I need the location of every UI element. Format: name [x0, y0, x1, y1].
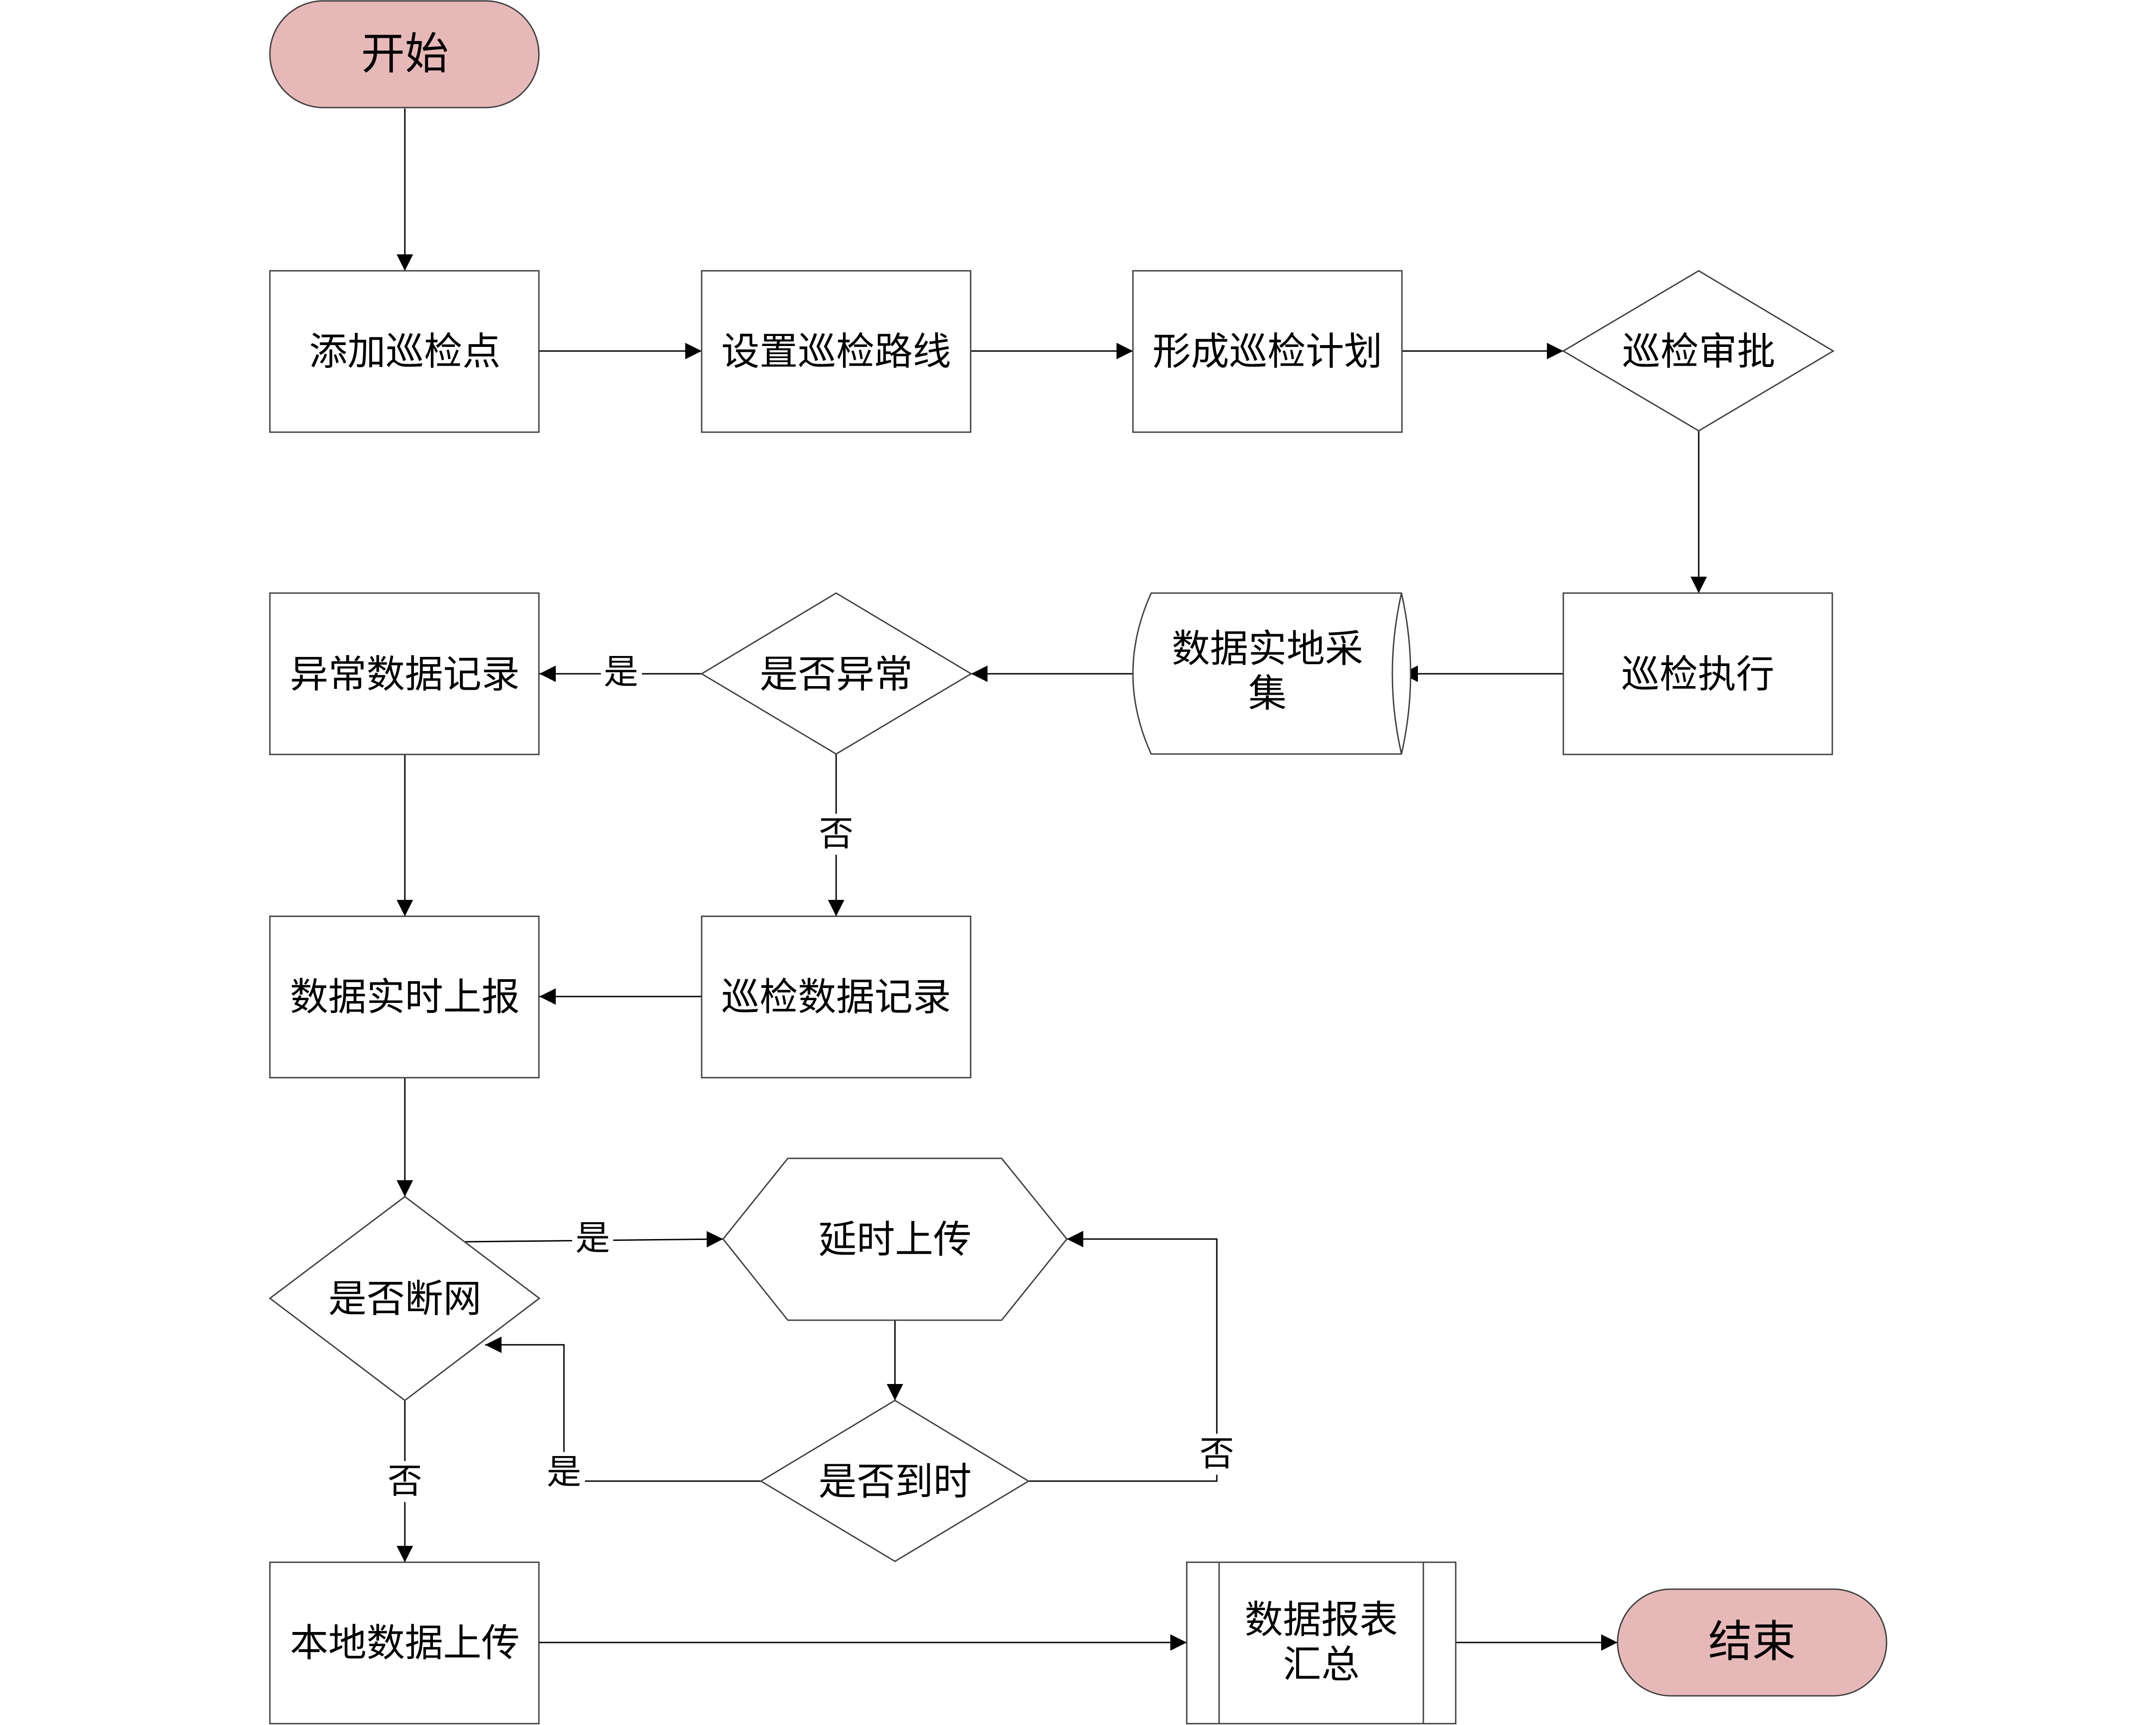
node-collect-label-line2: 集 [1248, 671, 1287, 716]
node-inspect-record: 巡检数据记录 [701, 915, 972, 1079]
node-local-upload: 本地数据上传 [269, 1561, 540, 1725]
label-time-up-no: 否 [1200, 1433, 1234, 1474]
node-inspect-record-label: 巡检数据记录 [721, 975, 951, 1019]
node-is-abnormal-decision: 是否异常 [700, 592, 972, 755]
node-realtime-report: 数据实时上报 [269, 915, 540, 1079]
node-end-label: 结束 [1708, 1616, 1796, 1667]
node-approval-label: 巡检审批 [1622, 329, 1775, 374]
node-is-abnormal-label: 是否异常 [760, 652, 913, 697]
node-set-route: 设置巡检路线 [701, 270, 972, 433]
node-delay-upload: 延时上传 [722, 1157, 1068, 1321]
node-is-time-up-label: 是否到时 [818, 1459, 972, 1504]
node-abnormal-record-label: 异常数据记录 [290, 652, 520, 697]
node-execute-label: 巡检执行 [1621, 652, 1774, 697]
label-abnormal-no: 否 [819, 813, 853, 854]
node-approval-decision: 巡检审批 [1562, 270, 1835, 432]
node-summary-label-line1: 数据报表 [1245, 1597, 1398, 1642]
node-collect-label-line1: 数据实地采 [1172, 626, 1363, 671]
node-start: 开始 [269, 0, 540, 108]
node-set-route-label: 设置巡检路线 [721, 329, 951, 374]
node-execute: 巡检执行 [1562, 592, 1833, 755]
node-local-upload-label: 本地数据上传 [290, 1621, 520, 1665]
label-offline-yes: 是 [575, 1218, 610, 1258]
edge-is-time-up-no [1029, 1231, 1218, 1482]
label-offline-no: 否 [388, 1461, 422, 1501]
label-abnormal-yes: 是 [604, 651, 638, 692]
edge-is-time-up-yes [485, 1337, 761, 1482]
node-add-point: 添加巡检点 [269, 270, 540, 433]
label-time-up-yes: 是 [547, 1451, 581, 1492]
node-make-plan: 形成巡检计划 [1132, 270, 1403, 433]
node-summary-process: 数据报表 汇总 [1186, 1561, 1457, 1725]
node-start-label: 开始 [361, 28, 449, 79]
node-realtime-report-label: 数据实时上报 [290, 975, 520, 1019]
node-abnormal-record: 异常数据记录 [269, 592, 540, 755]
node-is-offline-decision: 是否断网 [269, 1196, 541, 1401]
node-is-offline-label: 是否断网 [328, 1276, 481, 1321]
node-end: 结束 [1617, 1588, 1887, 1697]
edge-labels: 是 否 是 否 是 否 [385, 651, 1238, 1502]
node-make-plan-label: 形成巡检计划 [1153, 329, 1382, 374]
node-is-time-up-decision: 是否到时 [760, 1400, 1030, 1562]
node-delay-upload-label: 延时上传 [818, 1217, 972, 1262]
node-summary-label-line2: 汇总 [1283, 1642, 1360, 1687]
node-collect-storage: 数据实地采 集 [1132, 592, 1411, 755]
node-add-point-label: 添加巡检点 [309, 329, 501, 374]
edges [397, 108, 1707, 1651]
